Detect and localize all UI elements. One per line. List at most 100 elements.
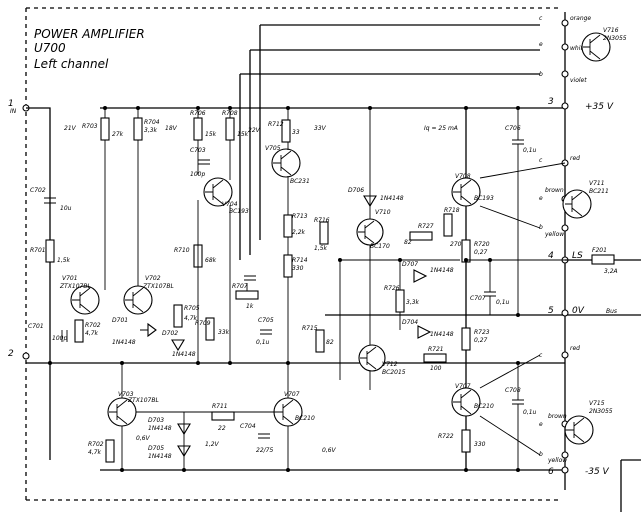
input-terminal-2: 2 [8, 349, 30, 360]
transistor-v705: V705 BC231 [265, 145, 310, 185]
svg-text:D707: D707 [402, 261, 418, 268]
term-c2-color: red [570, 155, 580, 162]
term-b1: b [539, 71, 543, 78]
diode-d704: D704 1N4148 [402, 319, 454, 339]
voltage-12v: 1,2V [205, 441, 220, 448]
term-4-label: LS [572, 251, 583, 261]
svg-text:2,2k: 2,2k [292, 229, 306, 236]
term-c1-color: orange [570, 15, 591, 22]
svg-text:C704: C704 [240, 423, 256, 430]
svg-text:82: 82 [326, 339, 334, 346]
svg-text:1N4148: 1N4148 [112, 339, 136, 346]
bus-label: Bus [606, 308, 617, 315]
resistor-r723: R723 0,27 [461, 327, 490, 351]
diode-d707: D707 1N4148 [402, 261, 454, 283]
term-b3-color: yellow [547, 457, 567, 464]
module-outline [25, 7, 560, 501]
svg-text:1N4148: 1N4148 [380, 195, 404, 202]
voltage-33v: 33V [314, 125, 327, 132]
resistor-r713: R713 2,2k [283, 213, 308, 238]
term-3-label: +35 V [585, 102, 614, 112]
svg-text:82: 82 [404, 239, 412, 246]
capacitor-c703: C703 100p [190, 147, 210, 178]
diode-d706: D706 1N4148 [348, 187, 404, 208]
voltage-22v: 22V [248, 127, 261, 134]
svg-text:R711: R711 [212, 403, 228, 410]
svg-text:BC231: BC231 [290, 178, 310, 185]
term-e2: e [539, 195, 543, 202]
capacitor-c708: C708 0,1u [505, 387, 537, 416]
svg-text:330: 330 [474, 441, 486, 448]
title-line2: U700 [34, 41, 66, 55]
term-6: 6 [548, 467, 554, 477]
svg-text:0,1u: 0,1u [496, 299, 510, 306]
output-drive-wires [479, 162, 566, 456]
svg-text:D706: D706 [348, 187, 364, 194]
capacitor-c704: C704 22/75 [240, 423, 273, 454]
svg-text:R727: R727 [418, 223, 434, 230]
capacitor-c702: C702 10u [30, 187, 72, 212]
quiescent-current: Iq = 25 mA [424, 125, 458, 132]
svg-text:33k: 33k [218, 329, 230, 336]
svg-text:BC210: BC210 [474, 403, 494, 410]
svg-text:R707: R707 [232, 283, 248, 290]
voltage-06v-b: 0,6V [322, 447, 337, 454]
resistor-r718: R718 270 [443, 207, 462, 248]
svg-text:V707: V707 [455, 383, 471, 390]
resistor-r712: R712 33 [268, 119, 300, 143]
svg-text:C708: C708 [505, 387, 521, 394]
capacitor-c701: C701 100p [28, 323, 67, 342]
term-c3: c [539, 352, 543, 359]
svg-text:V716: V716 [603, 27, 619, 34]
svg-text:3,3k: 3,3k [144, 127, 158, 134]
resistor-r706: R706 15k [190, 110, 217, 141]
transistor-v702: V702 ZTX107BL [123, 275, 174, 315]
fuse-f201: F201 3,2A [565, 247, 641, 275]
driver-wires [197, 108, 289, 363]
svg-text:15k: 15k [237, 131, 249, 138]
title-line1: POWER AMPLIFIER [34, 27, 145, 41]
svg-text:V708: V708 [455, 173, 471, 180]
svg-text:V710: V710 [375, 209, 391, 216]
svg-text:R716: R716 [314, 217, 330, 224]
svg-text:ZTX107BL: ZTX107BL [142, 283, 174, 290]
svg-text:R714: R714 [292, 257, 308, 264]
term-b2-color: yellow [544, 231, 564, 238]
svg-text:1N4148: 1N4148 [148, 425, 172, 432]
resistor-r701: R701 1,5k [30, 239, 71, 264]
term-c3-color: red [570, 345, 580, 352]
svg-text:C701: C701 [28, 323, 44, 330]
svg-text:V712: V712 [382, 361, 398, 368]
svg-text:D705: D705 [148, 445, 164, 452]
term-e3-color: brown [548, 413, 567, 420]
transistor-v710: V708 BC193 [451, 173, 494, 207]
resistor-r709b: R702 4,7k [88, 439, 115, 463]
svg-text:0,27: 0,27 [474, 249, 488, 256]
svg-text:V705: V705 [265, 145, 281, 152]
svg-text:R702: R702 [85, 322, 101, 329]
svg-text:BC211: BC211 [589, 188, 609, 195]
svg-text:F201: F201 [592, 247, 607, 254]
svg-text:4,7k: 4,7k [184, 315, 198, 322]
svg-text:0,27: 0,27 [474, 337, 488, 344]
svg-text:D701: D701 [112, 317, 128, 324]
trimmer-r707: R707 1k [232, 283, 259, 310]
transistor-v707: V707 BC210 [273, 391, 315, 427]
svg-text:R710: R710 [174, 247, 190, 254]
title-line3: Left channel [34, 57, 109, 71]
transistor-v711: V710 BC170 [356, 209, 391, 250]
resistor-r708: R708 15k [222, 110, 249, 141]
term-5-label: 0V [572, 306, 585, 316]
transistor-v704: V704 BC193 [203, 177, 249, 215]
term-e1: e [539, 41, 543, 48]
term-4: 4 [548, 251, 554, 261]
output-branch-wires [466, 108, 565, 470]
term-e1-color: white [570, 45, 587, 52]
resistor-r715: R715 82 [302, 325, 334, 353]
svg-text:C705: C705 [258, 317, 274, 324]
svg-text:1,5k: 1,5k [57, 257, 71, 264]
svg-text:0,1u: 0,1u [523, 147, 537, 154]
resistor-r705: R705 4,7k [173, 304, 200, 328]
svg-text:22: 22 [218, 425, 226, 432]
